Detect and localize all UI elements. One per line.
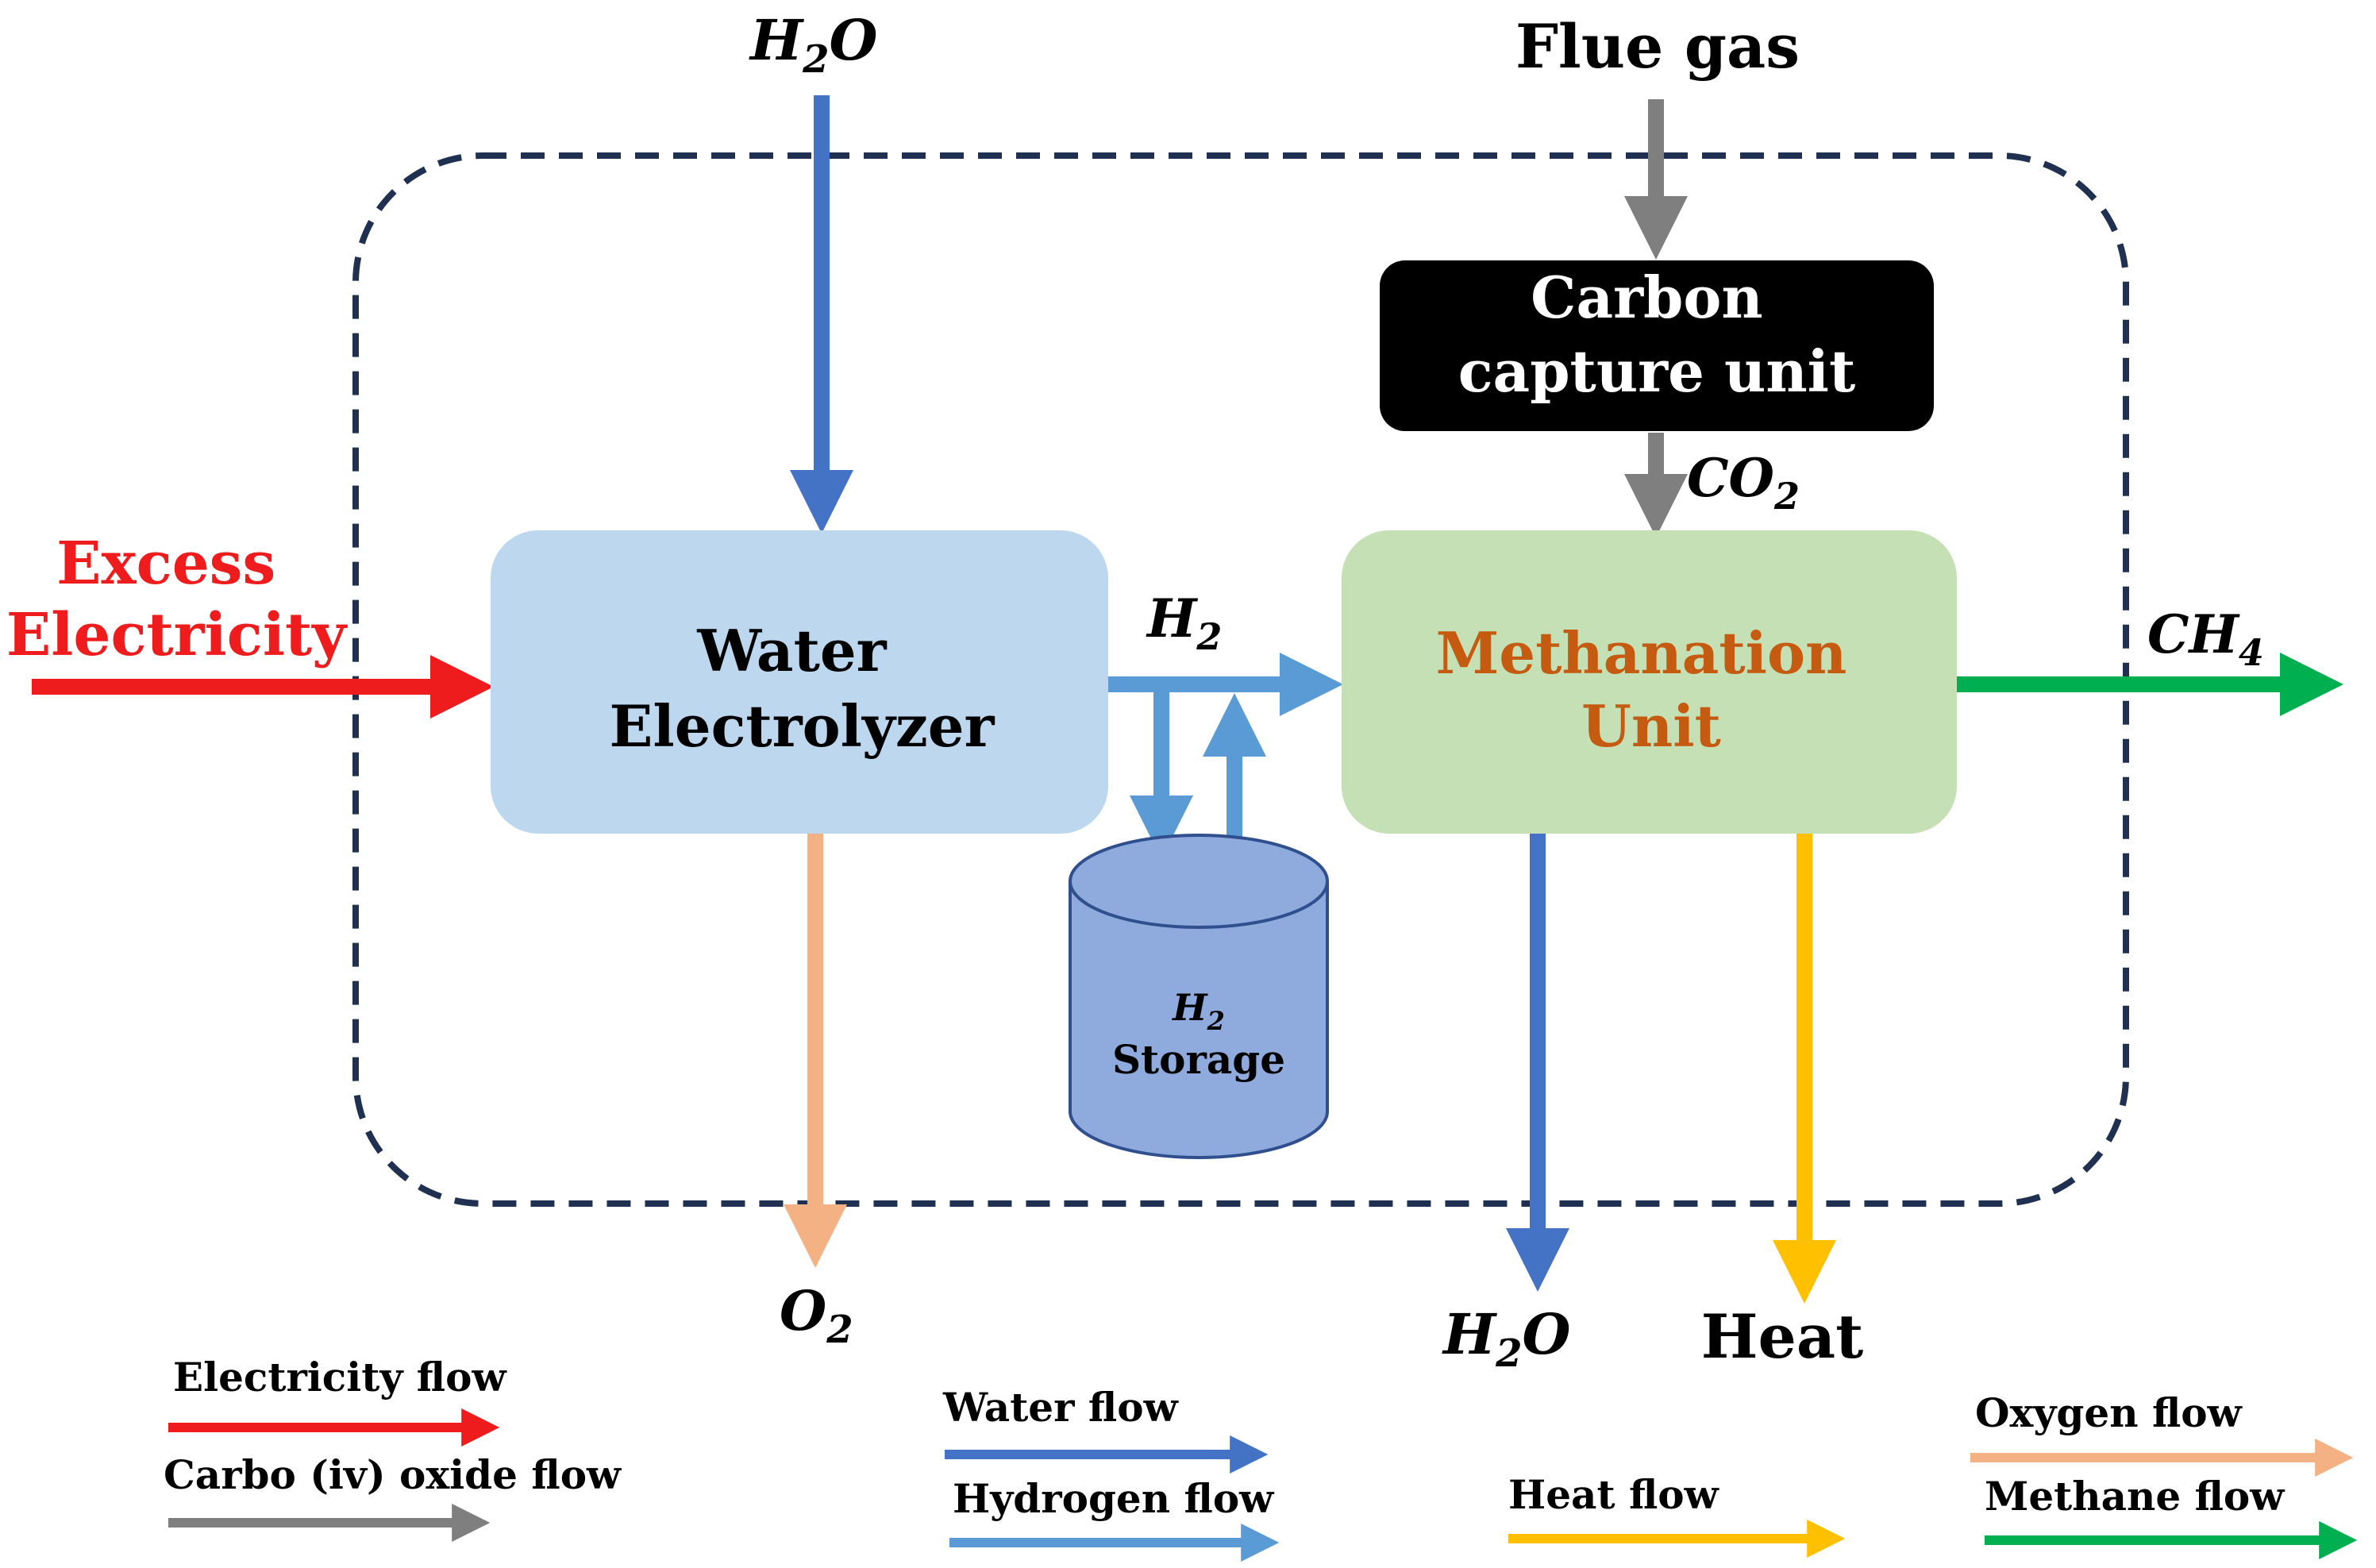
flue-gas-label: Flue gas bbox=[1515, 11, 1800, 82]
water-out-label: H2O bbox=[1442, 1301, 1571, 1376]
capture-label-line2: capture unit bbox=[1458, 337, 1856, 405]
legend-electricity-label: Electricity flow bbox=[173, 1354, 507, 1400]
ch4-label: CH4 bbox=[2147, 603, 2264, 674]
carbon-capture-unit-box bbox=[1380, 260, 1934, 431]
legend-water-label: Water flow bbox=[942, 1384, 1180, 1431]
electrolyzer-label-line1: Water bbox=[696, 617, 887, 684]
legend-hydrogen-label: Hydrogen flow bbox=[953, 1475, 1275, 1522]
svg-text:Carbon capture unit: Carbon capture unit bbox=[1458, 264, 1856, 405]
legend-heat-label: Heat flow bbox=[1508, 1471, 1720, 1518]
co2-label: CO2 bbox=[1687, 447, 1800, 518]
legend-co2-label: Carbo (iv) oxide flow bbox=[164, 1451, 622, 1498]
o2-label: O2 bbox=[780, 1280, 853, 1352]
excess-electricity-line1: Excess bbox=[56, 530, 275, 598]
legend-methane-label: Methane flow bbox=[1985, 1473, 2286, 1520]
methanation-unit-box bbox=[1342, 530, 1957, 834]
storage-label: Storage bbox=[1112, 1036, 1285, 1083]
storage-h2-label: H2 bbox=[1171, 986, 1225, 1036]
svg-text:Excess Electricity: Excess Electricity bbox=[6, 530, 348, 669]
capture-label-line1: Carbon bbox=[1531, 264, 1763, 331]
svg-text:Water Electrolyzer: Water Electrolyzer bbox=[610, 617, 995, 760]
methanation-label-line1: Methanation bbox=[1436, 619, 1847, 687]
electrolyzer-label-line2: Electrolyzer bbox=[610, 692, 995, 760]
heat-label: Heat bbox=[1701, 1301, 1864, 1372]
excess-electricity-line2: Electricity bbox=[6, 601, 348, 669]
svg-text:H2: H2 bbox=[1171, 986, 1225, 1036]
water-in-label: H2O bbox=[749, 7, 878, 82]
legend: Electricity flow Carbo (iv) oxide flow W… bbox=[164, 1354, 2358, 1562]
svg-text:Methanation Unit: Methanation Unit bbox=[1436, 619, 1867, 760]
h2-storage-tank bbox=[1069, 834, 1329, 1159]
h2-label: H2 bbox=[1146, 588, 1222, 658]
legend-oxygen-label: Oxygen flow bbox=[1975, 1389, 2243, 1436]
methanation-label-line2: Unit bbox=[1581, 692, 1721, 760]
water-electrolyzer-box bbox=[491, 530, 1108, 834]
